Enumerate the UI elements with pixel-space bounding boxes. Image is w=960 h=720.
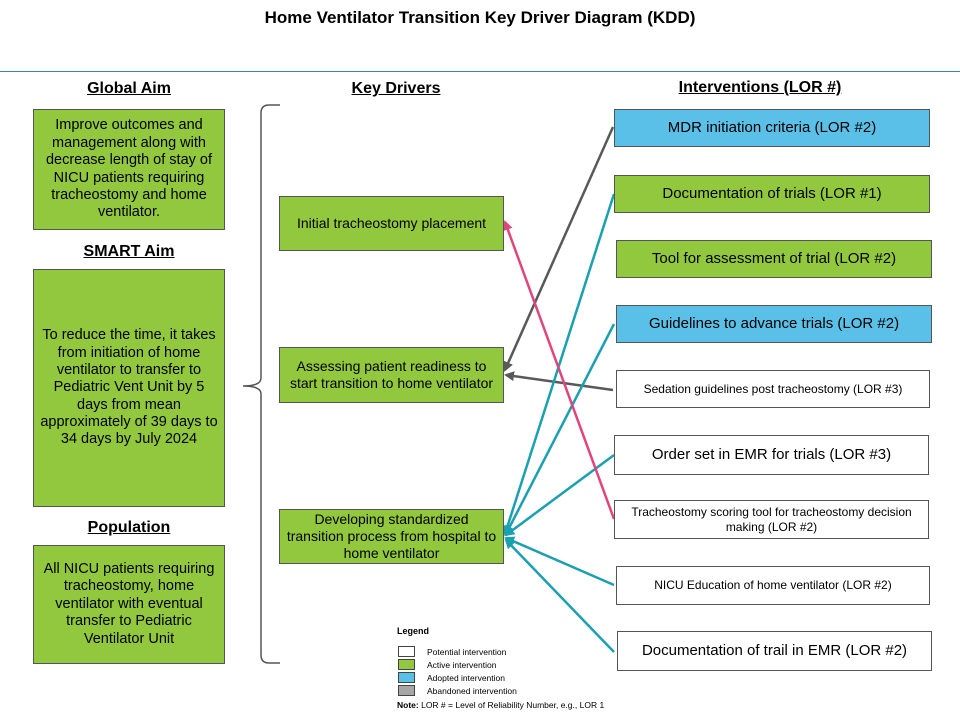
global-aim-box: Improve outcomes and management along wi… (33, 109, 225, 230)
legend-note-text: LOR # = Level of Reliability Number, e.g… (418, 700, 605, 710)
legend-note-prefix: Note: (397, 700, 419, 710)
driver-standardized-process: Developing standardized transition proce… (279, 509, 504, 564)
driver-assessing-readiness: Assessing patient readiness to start tra… (279, 347, 504, 403)
intervention-sedation-guidelines: Sedation guidelines post tracheostomy (L… (616, 370, 930, 408)
global-aim-text: Improve outcomes and management along wi… (45, 117, 213, 221)
intervention-label: Documentation of trials (LOR #1) (662, 185, 882, 202)
intervention-nicu-education: NICU Education of home ventilator (LOR #… (616, 566, 930, 605)
arrow-scoring-to-initial (503, 220, 616, 520)
arrow-emr-to-standardized (504, 538, 615, 653)
legend-swatch-abandoned (398, 685, 415, 696)
driver-label: Assessing patient readiness to start tra… (289, 358, 494, 391)
arrow-guidelines-to-standardized (504, 323, 616, 536)
intervention-guidelines-advance: Guidelines to advance trials (LOR #2) (616, 305, 932, 343)
legend-note: Note: LOR # = Level of Reliability Numbe… (397, 700, 604, 710)
drivers-bracket (242, 104, 280, 664)
intervention-assessment-tool: Tool for assessment of trial (LOR #2) (616, 240, 932, 278)
legend-label-abandoned: Abandoned intervention (427, 686, 517, 696)
legend-swatch-active (398, 659, 415, 670)
intervention-label: Guidelines to advance trials (LOR #2) (648, 315, 900, 332)
legend-title: Legend (397, 626, 430, 636)
arrow-education-to-standardized (504, 536, 615, 587)
population-header: Population (87, 519, 171, 536)
intervention-label: Tool for assessment of trial (LOR #2) (651, 250, 897, 267)
global-aim-header: Global Aim (87, 80, 171, 97)
intervention-label: Tracheostomy scoring tool for tracheosto… (631, 505, 912, 534)
driver-label: Developing standardized transition proce… (286, 511, 497, 561)
intervention-label: Order set in EMR for trials (LOR #3) (651, 446, 892, 463)
legend-swatch-adopted (398, 672, 415, 683)
intervention-documentation-trials: Documentation of trials (LOR #1) (614, 175, 930, 213)
title-divider (0, 71, 960, 72)
population-text: All NICU patients requiring tracheostomy… (43, 561, 215, 647)
legend: Legend Potential intervention Active int… (397, 624, 627, 718)
arrow-documentation-to-standardized (502, 193, 616, 536)
smart-aim-box: To reduce the time, it takes from initia… (33, 269, 225, 507)
intervention-label: NICU Education of home ventilator (LOR #… (654, 578, 892, 593)
legend-label-active: Active intervention (427, 660, 497, 670)
intervention-scoring-tool: Tracheostomy scoring tool for tracheosto… (614, 500, 929, 539)
page-title: Home Ventilator Transition Key Driver Di… (264, 8, 696, 27)
intervention-order-set: Order set in EMR for trials (LOR #3) (614, 435, 929, 475)
driver-initial-tracheostomy: Initial tracheostomy placement (279, 196, 504, 251)
legend-swatch-potential (398, 646, 415, 657)
legend-label-adopted: Adopted intervention (427, 673, 505, 683)
intervention-mdr-criteria: MDR initiation criteria (LOR #2) (614, 109, 930, 147)
population-box: All NICU patients requiring tracheostomy… (33, 545, 225, 664)
key-drivers-header: Key Drivers (351, 80, 441, 97)
smart-aim-header: SMART Aim (83, 243, 175, 260)
intervention-label: MDR initiation criteria (LOR #2) (667, 119, 877, 136)
intervention-label: Sedation guidelines post tracheostomy (L… (643, 381, 903, 396)
intervention-label: Documentation of trail in EMR (LOR #2) (641, 642, 908, 659)
smart-aim-text: To reduce the time, it takes from initia… (40, 327, 218, 448)
arrow-sedation-to-readiness (504, 371, 614, 392)
arrow-mdr-to-readiness (503, 126, 615, 372)
arrow-orderset-to-standardized (504, 453, 615, 537)
intervention-emr-documentation: Documentation of trail in EMR (LOR #2) (617, 631, 932, 671)
interventions-header: Interventions (LOR #) (678, 79, 842, 96)
legend-label-potential: Potential intervention (427, 647, 507, 657)
driver-label: Initial tracheostomy placement (296, 215, 487, 232)
